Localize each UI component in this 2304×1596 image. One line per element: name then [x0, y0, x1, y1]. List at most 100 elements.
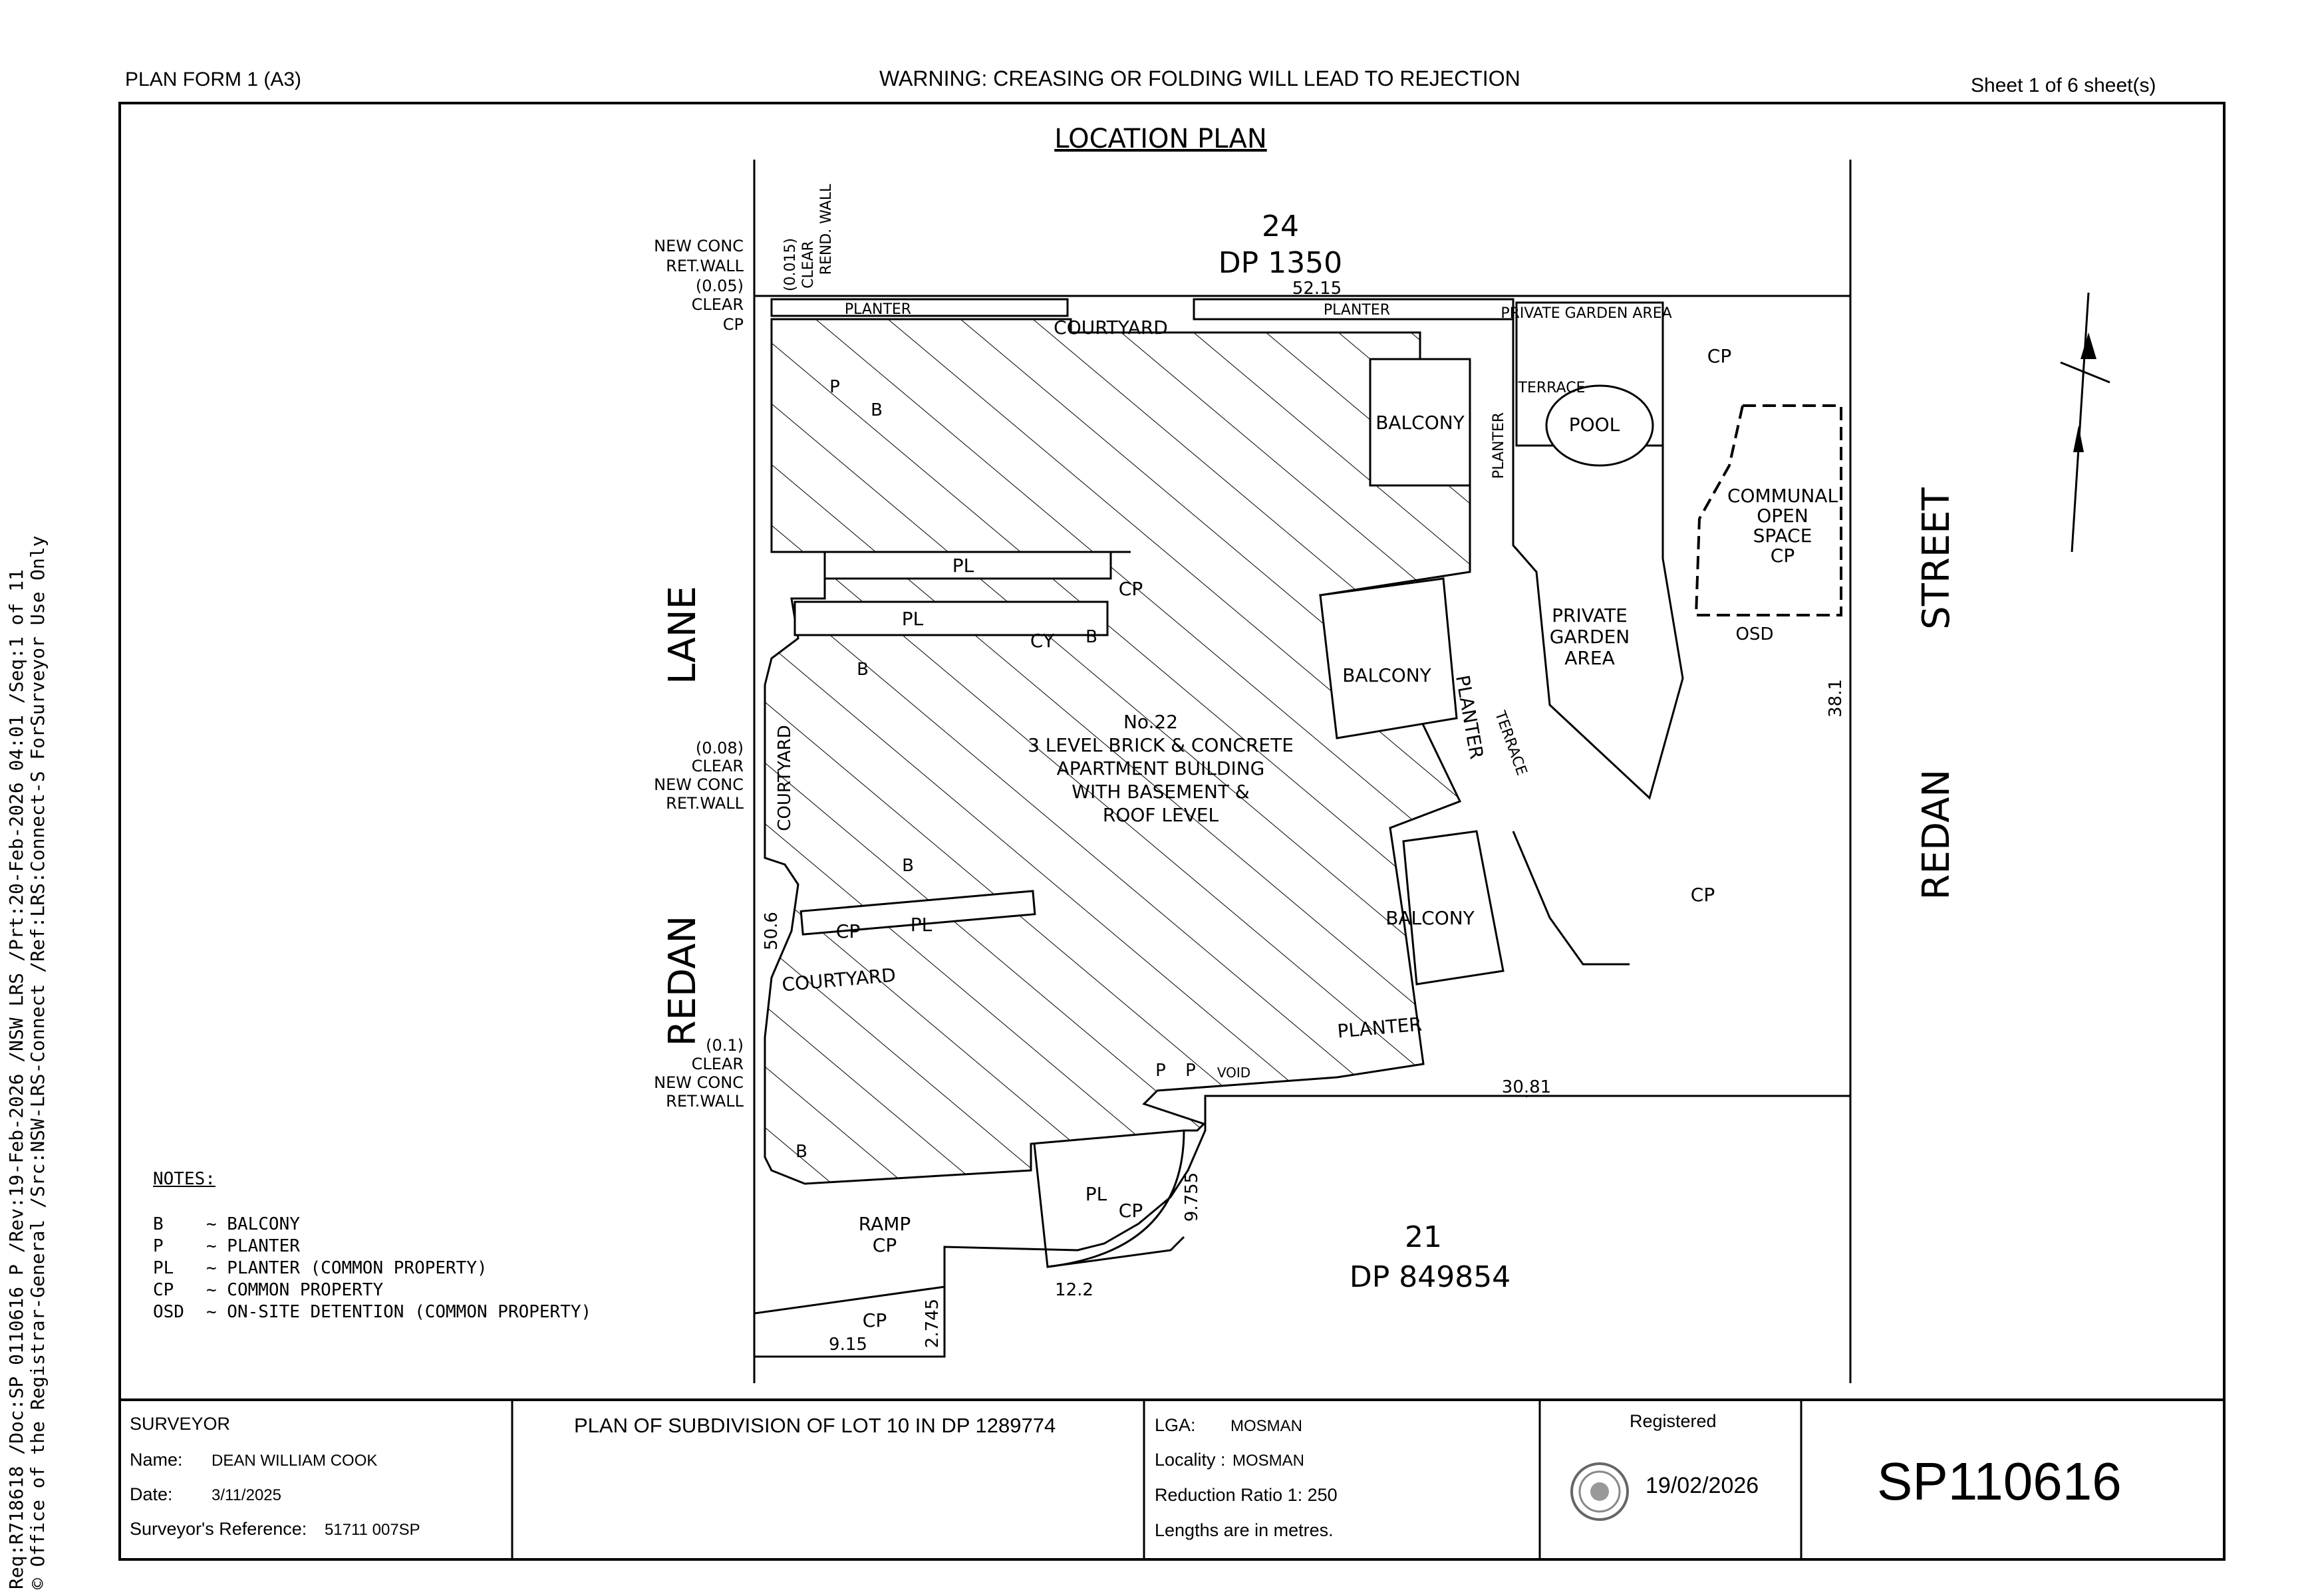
street-west-redan: REDAN — [661, 916, 704, 1047]
label-pl-4: PL — [1085, 1183, 1107, 1205]
label-terrace: TERRACE — [1518, 380, 1586, 396]
surveyor-heading: SURVEYOR — [130, 1414, 231, 1434]
note-item: PL~ PLANTER (COMMON PROPERTY) — [153, 1258, 488, 1278]
registered-date: 19/02/2026 — [1646, 1473, 1759, 1498]
building-line-5: ROOF LEVEL — [1103, 804, 1219, 826]
dim-top: 52.15 — [1292, 279, 1342, 299]
wall-nw-1: NEW CONC — [654, 237, 744, 255]
label-b-3: B — [902, 856, 914, 876]
label-p-1: P — [829, 377, 840, 397]
name-label: Name: — [130, 1450, 183, 1470]
wall-mid-1: (0.08) — [696, 739, 744, 757]
note-item: P~ PLANTER — [153, 1236, 300, 1256]
sheet-indicator: Sheet 1 of 6 sheet(s) — [1971, 74, 2156, 96]
label-planter-nw: PLANTER — [845, 301, 911, 318]
label-pl-2: PL — [902, 608, 924, 630]
dim-west: 50.6 — [762, 912, 782, 950]
building-line-4: WITH BASEMENT & — [1072, 781, 1249, 803]
plan-title: PLAN OF SUBDIVISION OF LOT 10 IN DP 1289… — [574, 1414, 1056, 1437]
label-cp-lower: CP — [836, 920, 860, 942]
wall-note-vert-3: REND. WALL — [818, 184, 835, 275]
dp-south: DP 849854 — [1350, 1260, 1511, 1294]
label-pl-1: PL — [952, 555, 974, 577]
label-communal-3: SPACE — [1753, 525, 1812, 547]
dim-d1: 12.2 — [1055, 1280, 1093, 1300]
label-private-garden-1: PRIVATE — [1552, 604, 1628, 626]
dim-arc: 9.755 — [1182, 1172, 1202, 1222]
notes-heading: NOTES: — [153, 1169, 216, 1189]
warning-text: WARNING: CREASING OR FOLDING WILL LEAD T… — [879, 66, 1520, 90]
dp-north: DP 1350 — [1219, 246, 1342, 280]
street-east-street: STREET — [1915, 487, 1958, 629]
label-balcony-3: BALCONY — [1385, 907, 1475, 929]
building-line-3: APARTMENT BUILDING — [1057, 757, 1265, 779]
wall-sw-3: NEW CONC — [654, 1073, 744, 1092]
communal-open-space-boundary — [1694, 404, 1842, 616]
plan-form-label: PLAN FORM 1 (A3) — [125, 68, 302, 90]
label-osd: OSD — [1736, 624, 1774, 644]
label-balcony-2: BALCONY — [1342, 664, 1431, 686]
lga-label: LGA: — [1155, 1415, 1196, 1435]
locality-value: MOSMAN — [1232, 1452, 1304, 1470]
name-value: DEAN WILLIAM COOK — [212, 1452, 378, 1470]
label-balcony-1: BALCONY — [1375, 412, 1465, 434]
notes-list: B~ BALCONY P~ PLANTER PL~ PLANTER (COMMO… — [153, 1214, 591, 1323]
wall-mid-3: NEW CONC — [654, 775, 744, 794]
wall-sw-1: (0.1) — [706, 1036, 744, 1055]
label-planter-ne: PLANTER — [1324, 302, 1390, 319]
location-plan-title: LOCATION PLAN — [1054, 124, 1267, 154]
locality-label: Locality : — [1155, 1450, 1226, 1470]
label-cp-mid: CP — [1119, 578, 1143, 600]
lot-south: 21 — [1405, 1220, 1442, 1254]
dim-south: 30.81 — [1502, 1077, 1551, 1097]
wall-note-vert-1: (0.015) — [782, 238, 799, 291]
label-terrace-diag: TERRACE — [1491, 708, 1530, 777]
wall-nw-5: CP — [723, 315, 744, 334]
lga-value: MOSMAN — [1230, 1417, 1302, 1435]
sheet-frame — [118, 102, 2226, 1561]
wall-nw-2: RET.WALL — [666, 257, 744, 275]
wall-sw-2: CLEAR — [692, 1055, 744, 1073]
label-cp-ne: CP — [1707, 345, 1731, 367]
wall-note-vert-2: CLEAR — [800, 241, 817, 289]
note-item: CP~ COMMON PROPERTY — [153, 1280, 384, 1300]
label-communal-1: COMMUNAL — [1727, 485, 1838, 507]
note-item: OSD~ ON-SITE DETENTION (COMMON PROPERTY) — [153, 1302, 592, 1322]
label-cy: CY — [1030, 630, 1055, 652]
label-b-2: B — [857, 660, 869, 680]
ref-value: 51711 007SP — [325, 1521, 420, 1539]
label-b-1: B — [871, 400, 883, 420]
label-courtyard-west: COURTYARD — [775, 725, 795, 831]
building-line-1: No.22 — [1123, 711, 1178, 733]
label-private-garden-3: AREA — [1564, 647, 1614, 669]
label-p-2: P — [1155, 1061, 1166, 1081]
wall-mid-2: CLEAR — [692, 757, 744, 775]
label-ramp-1: RAMP — [859, 1213, 911, 1235]
label-p-3: P — [1185, 1061, 1196, 1081]
street-east-redan: REDAN — [1915, 769, 1958, 900]
wall-nw-4: CLEAR — [692, 295, 744, 314]
label-pl-3: PL — [911, 914, 933, 936]
date-value: 3/11/2025 — [212, 1486, 281, 1504]
registered-label: Registered — [1630, 1411, 1717, 1431]
label-communal-4: CP — [1771, 545, 1795, 567]
label-ramp-2: CP — [873, 1234, 897, 1256]
label-private-garden-area: PRIVATE GARDEN AREA — [1501, 305, 1671, 322]
label-cp-east: CP — [1691, 884, 1715, 906]
label-pool: POOL — [1569, 414, 1620, 436]
reduction-ratio: Reduction Ratio 1: 250 — [1155, 1485, 1338, 1505]
label-void: VOID — [1217, 1065, 1250, 1081]
label-cp-sw: CP — [863, 1309, 887, 1331]
lot-north: 24 — [1262, 209, 1299, 243]
street-west-lane: LANE — [661, 586, 704, 684]
label-private-garden-2: GARDEN — [1550, 626, 1630, 648]
wall-sw-4: RET.WALL — [666, 1092, 744, 1111]
building-line-2: 3 LEVEL BRICK & CONCRETE — [1028, 734, 1294, 756]
note-item: B~ BALCONY — [153, 1214, 300, 1234]
label-cp-south: CP — [1119, 1200, 1143, 1222]
plan-number: SP110616 — [1877, 1452, 2122, 1511]
wall-mid-4: RET.WALL — [666, 794, 744, 813]
label-b-4: B — [1085, 627, 1097, 647]
label-communal-2: OPEN — [1757, 505, 1808, 527]
